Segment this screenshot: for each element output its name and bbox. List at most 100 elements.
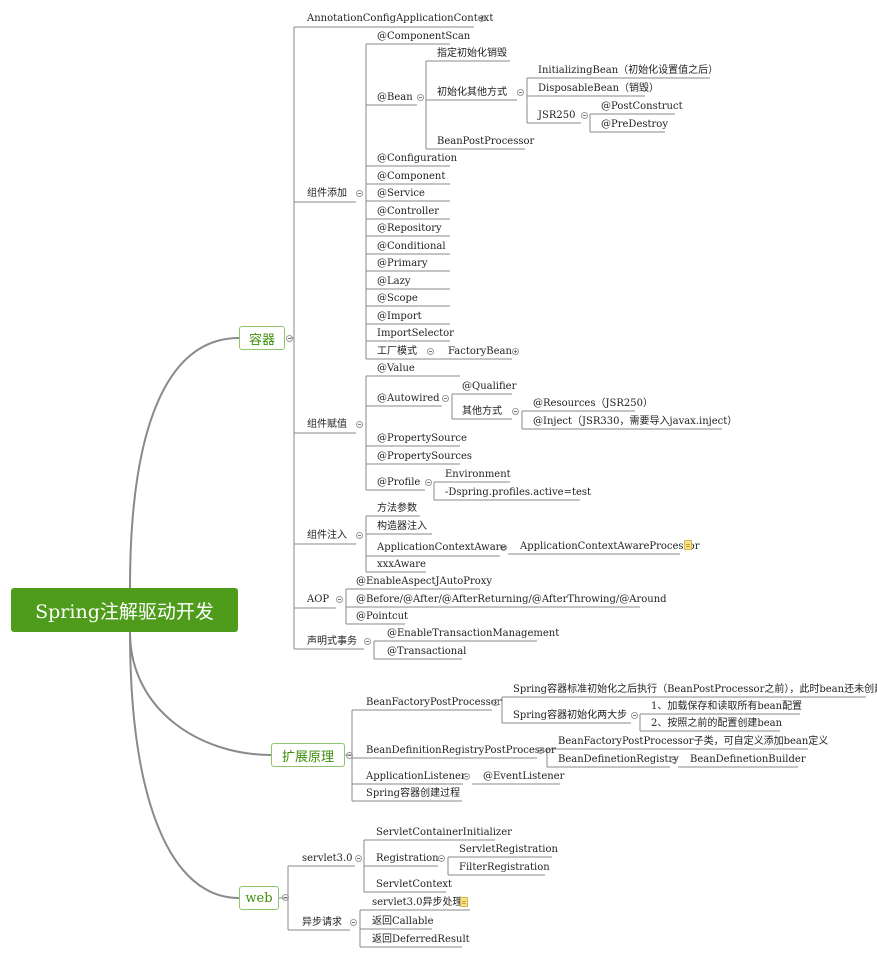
collapse-toggle-icon[interactable]: [282, 894, 289, 901]
collapse-toggle-icon[interactable]: [355, 855, 362, 862]
collapse-toggle-icon[interactable]: [346, 752, 353, 759]
node-create-process[interactable]: Spring容器创建过程: [366, 788, 461, 799]
note-icon[interactable]: [460, 897, 468, 907]
node-primary[interactable]: @Primary: [377, 258, 428, 269]
node-callable[interactable]: 返回Callable: [372, 916, 434, 927]
node-two-steps[interactable]: Spring容器初始化两大步: [513, 710, 628, 721]
collapse-toggle-icon[interactable]: [425, 479, 432, 486]
node-factory-mode[interactable]: 工厂模式: [377, 346, 417, 357]
collapse-toggle-icon[interactable]: [492, 699, 499, 706]
node-async-processing[interactable]: servlet3.0异步处理: [372, 897, 463, 908]
node-constructor-inject[interactable]: 构造器注入: [377, 521, 427, 532]
collapse-toggle-icon[interactable]: [670, 756, 677, 763]
node-bfpp[interactable]: BeanFactoryPostProcessor: [366, 697, 502, 708]
node-factory-bean[interactable]: FactoryBean: [448, 346, 512, 357]
collapse-toggle-icon[interactable]: [336, 596, 343, 603]
node-filter-registration[interactable]: FilterRegistration: [459, 862, 550, 873]
node-step2[interactable]: 2、按照之前的配置创建bean: [651, 718, 783, 729]
node-lazy[interactable]: @Lazy: [377, 276, 411, 287]
node-bdrpp[interactable]: BeanDefinitionRegistryPostProcessor: [366, 745, 556, 756]
node-autowired[interactable]: @Autowired: [377, 393, 440, 404]
collapse-toggle-icon[interactable]: [356, 190, 363, 197]
collapse-toggle-icon[interactable]: [537, 747, 544, 754]
node-property-source[interactable]: @PropertySource: [377, 433, 467, 444]
node-bfpp-desc[interactable]: Spring容器标准初始化之后执行（BeanPostProcessor之前），此…: [513, 684, 877, 695]
branch-container[interactable]: 容器: [239, 326, 285, 350]
node-servlet-registration[interactable]: ServletRegistration: [459, 844, 558, 855]
node-component-assign[interactable]: 组件赋值: [307, 419, 347, 430]
node-pre-destroy[interactable]: @PreDestroy: [601, 119, 668, 130]
node-pointcut[interactable]: @Pointcut: [356, 611, 409, 622]
node-bdrpp-desc[interactable]: BeanFactoryPostProcessor子类，可自定义添加bean定义: [558, 736, 829, 747]
collapse-toggle-icon[interactable]: [581, 112, 588, 119]
node-scope[interactable]: @Scope: [377, 293, 418, 304]
node-repository[interactable]: @Repository: [377, 223, 442, 234]
node-profiles-active[interactable]: -Dspring.profiles.active=test: [445, 487, 592, 498]
collapse-toggle-icon[interactable]: [356, 421, 363, 428]
collapse-toggle-icon[interactable]: [512, 408, 519, 415]
node-jsr250[interactable]: JSR250: [538, 110, 576, 121]
node-bean[interactable]: @Bean: [377, 92, 413, 103]
collapse-toggle-icon[interactable]: [631, 712, 638, 719]
node-deferred[interactable]: 返回DeferredResult: [372, 934, 470, 945]
node-qualifier[interactable]: @Qualifier: [462, 381, 517, 392]
node-import[interactable]: @Import: [377, 311, 422, 322]
node-environment[interactable]: Environment: [445, 469, 511, 480]
node-component-inject[interactable]: 组件注入: [307, 530, 347, 541]
node-post-construct[interactable]: @PostConstruct: [601, 101, 683, 112]
node-other-ways[interactable]: 其他方式: [462, 406, 502, 417]
collapse-toggle-icon[interactable]: [286, 335, 293, 342]
root-node[interactable]: Spring注解驱动开发: [11, 588, 238, 632]
node-bd-builder[interactable]: BeanDefinetionBuilder: [690, 754, 806, 765]
node-resources[interactable]: @Resources（JSR250）: [533, 398, 653, 409]
node-value[interactable]: @Value: [377, 363, 415, 374]
collapse-toggle-icon[interactable]: [417, 94, 424, 101]
node-disposable-bean[interactable]: DisposableBean（销毁）: [538, 83, 660, 94]
node-tx[interactable]: 声明式事务: [307, 636, 357, 647]
node-servlet-context[interactable]: ServletContext: [376, 879, 453, 890]
node-initializing-bean[interactable]: InitializingBean（初始化设置值之后）: [538, 65, 719, 76]
node-sci[interactable]: ServletContainerInitializer: [376, 827, 512, 838]
node-aware-processor[interactable]: ApplicationContextAwareProcessor: [520, 541, 700, 552]
node-registration[interactable]: Registration: [376, 853, 439, 864]
collapse-toggle-icon[interactable]: [517, 89, 524, 96]
node-event-listener[interactable]: @EventListener: [483, 771, 565, 782]
node-annotation-config-context[interactable]: AnnotationConfigApplicationContext: [307, 13, 494, 24]
node-async[interactable]: 异步请求: [302, 917, 342, 928]
expand-toggle-icon[interactable]: [478, 15, 485, 22]
branch-extension[interactable]: 扩展原理: [271, 743, 345, 767]
node-servlet3[interactable]: servlet3.0: [302, 853, 353, 864]
node-component-scan[interactable]: @ComponentScan: [377, 31, 471, 42]
collapse-toggle-icon[interactable]: [364, 638, 371, 645]
expand-toggle-icon[interactable]: [512, 348, 519, 355]
node-service[interactable]: @Service: [377, 188, 425, 199]
branch-web[interactable]: web: [239, 886, 279, 910]
collapse-toggle-icon[interactable]: [356, 532, 363, 539]
node-configuration[interactable]: @Configuration: [377, 153, 458, 164]
node-profile[interactable]: @Profile: [377, 477, 421, 488]
node-conditional[interactable]: @Conditional: [377, 241, 446, 252]
node-property-sources[interactable]: @PropertySources: [377, 451, 473, 462]
note-icon[interactable]: [684, 540, 692, 550]
node-controller[interactable]: @Controller: [377, 206, 440, 217]
node-component[interactable]: @Component: [377, 171, 446, 182]
collapse-toggle-icon[interactable]: [427, 348, 434, 355]
node-inject[interactable]: @Inject（JSR330，需要导入javax.inject）: [533, 416, 738, 427]
node-bean-other-ways[interactable]: 初始化其他方式: [437, 87, 507, 98]
collapse-toggle-icon[interactable]: [350, 919, 357, 926]
collapse-toggle-icon[interactable]: [442, 395, 449, 402]
node-component-add[interactable]: 组件添加: [307, 188, 347, 199]
node-enable-tx[interactable]: @EnableTransactionManagement: [387, 628, 560, 639]
node-bean-init-destroy[interactable]: 指定初始化销毁: [437, 48, 507, 59]
node-advices[interactable]: @Before/@After/@AfterReturning/@AfterThr…: [356, 594, 667, 605]
node-step1[interactable]: 1、加载保存和读取所有bean配置: [651, 701, 803, 712]
node-import-selector[interactable]: ImportSelector: [377, 328, 454, 339]
node-listener[interactable]: ApplicationListener: [366, 771, 466, 782]
node-bd-registry[interactable]: BeanDefinetionRegistry: [558, 754, 679, 765]
node-aware[interactable]: ApplicationContextAware: [377, 542, 507, 553]
node-method-params[interactable]: 方法参数: [377, 503, 417, 514]
collapse-toggle-icon[interactable]: [463, 773, 470, 780]
collapse-toggle-icon[interactable]: [438, 855, 445, 862]
collapse-toggle-icon[interactable]: [500, 544, 507, 551]
node-xxx-aware[interactable]: xxxAware: [377, 559, 426, 570]
